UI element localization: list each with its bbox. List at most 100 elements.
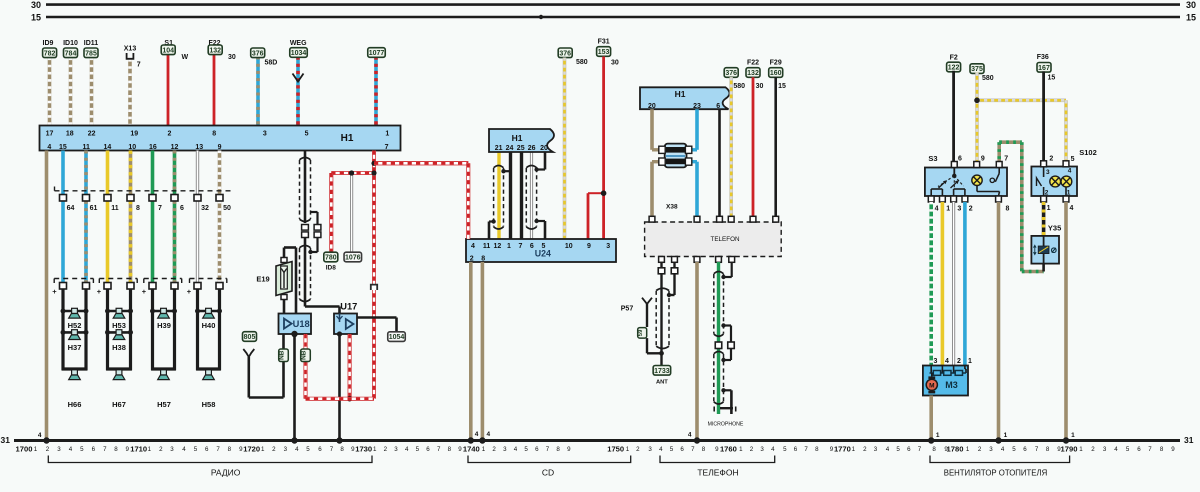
svg-text:7: 7 — [1148, 446, 1152, 453]
svg-text:U24: U24 — [535, 249, 551, 259]
svg-text:P57: P57 — [621, 306, 634, 313]
svg-text:2: 2 — [384, 446, 388, 453]
svg-text:32: 32 — [201, 205, 209, 212]
svg-text:6: 6 — [907, 446, 911, 453]
svg-text:F2: F2 — [950, 55, 958, 62]
svg-text:8: 8 — [1006, 206, 1010, 213]
svg-text:59: 59 — [638, 329, 644, 336]
svg-text:1720: 1720 — [243, 444, 260, 453]
svg-text:2: 2 — [750, 446, 754, 453]
svg-text:15: 15 — [1048, 75, 1056, 82]
svg-text:ВЕНТИЛЯТОР ОТОПИТЕЛЯ: ВЕНТИЛЯТОР ОТОПИТЕЛЯ — [944, 468, 1047, 477]
svg-text:580: 580 — [733, 83, 745, 90]
svg-text:H37: H37 — [68, 343, 82, 352]
svg-text:19: 19 — [130, 131, 138, 138]
svg-text:H67: H67 — [112, 400, 126, 409]
svg-text:11: 11 — [111, 205, 119, 212]
svg-text:580: 580 — [982, 75, 994, 82]
svg-text:1790: 1790 — [1061, 444, 1078, 453]
svg-text:9: 9 — [239, 446, 243, 453]
svg-text:W: W — [182, 54, 189, 61]
svg-text:8: 8 — [228, 446, 232, 453]
svg-text:CD: CD — [542, 467, 554, 477]
svg-text:10: 10 — [128, 144, 136, 151]
svg-text:3: 3 — [648, 446, 652, 453]
svg-text:6: 6 — [318, 446, 322, 453]
svg-text:3: 3 — [934, 358, 938, 365]
svg-text:4: 4 — [1069, 205, 1073, 212]
svg-text:5: 5 — [416, 446, 420, 453]
svg-text:5: 5 — [670, 446, 674, 453]
svg-text:1: 1 — [626, 446, 630, 453]
svg-text:1034: 1034 — [291, 50, 307, 57]
svg-text:4: 4 — [1114, 446, 1118, 453]
svg-text:NB: NB — [279, 350, 286, 360]
svg-text:3: 3 — [874, 446, 878, 453]
svg-text:5: 5 — [1126, 446, 1130, 453]
svg-text:9: 9 — [458, 446, 462, 453]
svg-text:1: 1 — [966, 446, 970, 453]
svg-text:1750: 1750 — [607, 444, 624, 453]
svg-text:NB: NB — [301, 350, 308, 360]
svg-text:2: 2 — [1091, 446, 1095, 453]
svg-text:7: 7 — [437, 446, 441, 453]
svg-text:7: 7 — [1035, 446, 1039, 453]
svg-text:6: 6 — [535, 446, 539, 453]
svg-text:30: 30 — [228, 54, 236, 61]
svg-text:U18: U18 — [293, 319, 310, 329]
svg-text:ТЕЛЕФОН: ТЕЛЕФОН — [697, 467, 738, 477]
svg-text:1: 1 — [1067, 189, 1071, 196]
svg-text:1780: 1780 — [947, 444, 964, 453]
svg-text:1054: 1054 — [389, 334, 405, 341]
svg-text:1760: 1760 — [720, 444, 737, 453]
svg-text:H57: H57 — [157, 400, 171, 409]
svg-text:50: 50 — [223, 205, 231, 212]
svg-text:6: 6 — [530, 243, 534, 250]
svg-text:ANT: ANT — [656, 380, 668, 386]
svg-text:+: + — [142, 287, 147, 296]
svg-text:1: 1 — [852, 446, 856, 453]
svg-text:5: 5 — [306, 446, 310, 453]
svg-text:8: 8 — [114, 446, 118, 453]
svg-text:9: 9 — [351, 446, 355, 453]
svg-text:H1: H1 — [675, 89, 686, 99]
svg-text:H58: H58 — [202, 400, 216, 409]
svg-text:7: 7 — [1004, 156, 1008, 163]
svg-text:4: 4 — [182, 446, 186, 453]
svg-text:4: 4 — [471, 243, 475, 250]
svg-text:7: 7 — [385, 144, 389, 151]
svg-text:F31: F31 — [598, 39, 610, 46]
svg-text:1: 1 — [936, 432, 940, 439]
svg-text:31: 31 — [1, 435, 11, 445]
svg-text:4: 4 — [486, 431, 490, 438]
svg-text:H38: H38 — [112, 343, 126, 352]
svg-text:7: 7 — [804, 446, 808, 453]
svg-text:S102: S102 — [1079, 148, 1097, 157]
svg-text:7: 7 — [519, 243, 523, 250]
svg-text:H39: H39 — [157, 321, 171, 330]
svg-text:2: 2 — [969, 206, 973, 213]
svg-text:3: 3 — [1103, 446, 1107, 453]
svg-text:1: 1 — [1047, 205, 1051, 212]
svg-text:780: 780 — [325, 255, 337, 262]
svg-text:9: 9 — [944, 446, 948, 453]
svg-text:+: + — [187, 287, 192, 296]
svg-text:3: 3 — [606, 243, 610, 250]
svg-text:6: 6 — [1023, 446, 1027, 453]
svg-text:30: 30 — [756, 83, 764, 90]
svg-text:4: 4 — [1001, 446, 1005, 453]
svg-text:8: 8 — [448, 446, 452, 453]
svg-text:375: 375 — [971, 66, 983, 73]
svg-text:20: 20 — [648, 103, 656, 110]
svg-text:122: 122 — [948, 65, 960, 72]
svg-text:104: 104 — [162, 47, 174, 54]
svg-text:15: 15 — [778, 83, 786, 90]
svg-text:6: 6 — [794, 446, 798, 453]
svg-text:9: 9 — [587, 243, 591, 250]
svg-text:1: 1 — [148, 446, 152, 453]
svg-text:160: 160 — [770, 70, 782, 77]
svg-text:2: 2 — [470, 255, 474, 262]
svg-text:7: 7 — [330, 446, 334, 453]
svg-text:6: 6 — [680, 446, 684, 453]
svg-text:H53: H53 — [112, 321, 126, 330]
